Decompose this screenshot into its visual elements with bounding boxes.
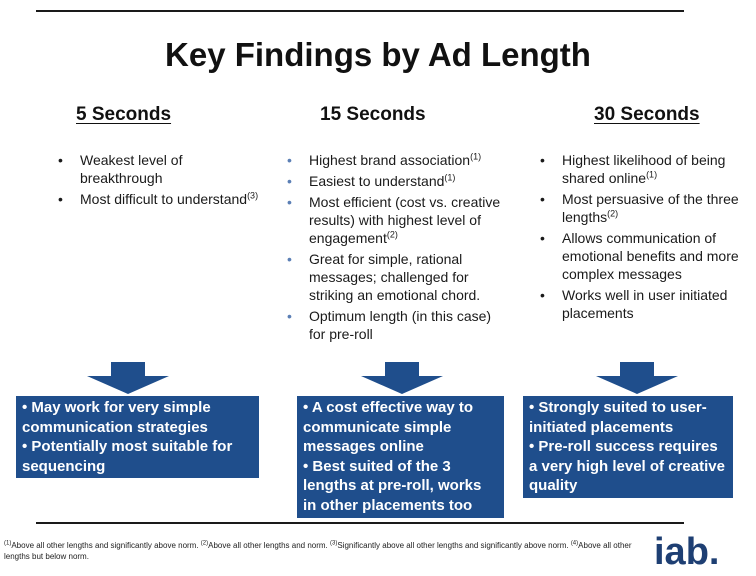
bullet-item: • Works well in user initiated placements bbox=[540, 286, 756, 322]
down-arrow-icon bbox=[361, 362, 443, 394]
footnote-text: Above all other lengths and significantl… bbox=[11, 541, 201, 550]
bullet-text: Optimum length (in this case) for pre-ro… bbox=[309, 308, 492, 342]
bullet-text: Highest likelihood of being shared onlin… bbox=[562, 152, 726, 186]
summary-line: • Pre-roll success requires a very high … bbox=[529, 438, 725, 494]
bullet-item: • Highest brand association(1) bbox=[287, 151, 509, 169]
bullet-item: • Easiest to understand(1) bbox=[287, 172, 509, 190]
bullet-dot-icon: • bbox=[540, 287, 545, 303]
down-arrow-icon bbox=[87, 362, 169, 394]
summary-line: • Best suited of the 3 lengths at pre-ro… bbox=[303, 457, 482, 514]
bullet-item: • Great for simple, rational messages; ch… bbox=[287, 250, 509, 304]
bullet-item: • Most efficient (cost vs. creative resul… bbox=[287, 193, 509, 247]
summary-box-5-seconds: • May work for very simple communication… bbox=[16, 396, 259, 478]
heading-5-seconds: 5 Seconds bbox=[76, 104, 172, 125]
bullet-footnote-mark: (2) bbox=[386, 229, 398, 240]
bullet-footnote-mark: (3) bbox=[247, 190, 259, 201]
bullet-item: • Allows communication of emotional benef… bbox=[540, 229, 756, 283]
heading-30-seconds: 30 Seconds bbox=[594, 104, 700, 125]
bullet-text: Highest brand association bbox=[309, 152, 471, 168]
bullet-text: Works well in user initiated placements bbox=[562, 287, 728, 321]
down-arrow-icon bbox=[596, 362, 678, 394]
iab-logo: iab. bbox=[654, 531, 718, 572]
summary-box-15-seconds: • A cost effective way to communicate si… bbox=[297, 396, 504, 518]
bullet-dot-icon: • bbox=[540, 230, 545, 246]
summary-line: • May work for very simple communication… bbox=[22, 399, 211, 436]
bullet-footnote-mark: (1) bbox=[646, 169, 658, 180]
bullet-text: Weakest level of breakthrough bbox=[80, 152, 183, 186]
page-title: Key Findings by Ad Length bbox=[165, 36, 591, 73]
footnote-text: Above all other lengths and norm. bbox=[208, 541, 330, 550]
bullet-footnote-mark: (1) bbox=[444, 172, 456, 183]
bullet-footnote-mark: (1) bbox=[470, 151, 482, 162]
footnote-mark: (4) bbox=[570, 540, 579, 547]
heading-15-seconds: 15 Seconds bbox=[320, 104, 426, 125]
bullet-item: • Highest likelihood of being shared onli… bbox=[540, 151, 756, 187]
bullets-15-seconds: •Highest brand association(1)•Easiest to… bbox=[287, 151, 509, 346]
bullet-dot-icon: • bbox=[58, 191, 63, 207]
bullets-5-seconds: • Weakest level of breakthrough • Most diff… bbox=[58, 151, 268, 211]
bullet-dot-icon: • bbox=[58, 152, 63, 168]
bullet-item: • Most persuasive of the three lengths(2) bbox=[540, 190, 756, 226]
footnote-text: Significantly above all other lengths an… bbox=[337, 541, 571, 550]
bullet-dot-icon: • bbox=[287, 308, 292, 324]
footnotes: (1)Above all other lengths and significa… bbox=[4, 540, 644, 562]
bullet-dot-icon: • bbox=[287, 194, 292, 210]
logo-text: iab. bbox=[654, 531, 718, 572]
bullet-item: • Most difficult to understand(3) bbox=[58, 190, 268, 208]
summary-line: • Potentially most suitable for sequenci… bbox=[22, 438, 233, 475]
bullet-text: Most efficient (cost vs. creative result… bbox=[309, 194, 501, 246]
summary-line: • Strongly suited to user-initiated plac… bbox=[529, 399, 707, 436]
bullet-text: Allows communication of emotional benefi… bbox=[562, 230, 739, 282]
bullet-text: Most difficult to understand bbox=[80, 191, 248, 207]
footnote-mark: (1) bbox=[4, 540, 12, 547]
bottom-divider bbox=[36, 522, 684, 524]
bullet-dot-icon: • bbox=[287, 251, 292, 267]
footnote-text: Above all other lengths but below norm. bbox=[4, 541, 632, 561]
bullet-dot-icon: • bbox=[540, 191, 545, 207]
bullet-dot-icon: • bbox=[287, 173, 292, 189]
bullet-text: Most persuasive of the three lengths bbox=[562, 191, 739, 225]
bullet-dot-icon: • bbox=[287, 152, 292, 168]
bullet-text: Great for simple, rational messages; cha… bbox=[309, 251, 481, 303]
footnote-mark: (3) bbox=[330, 540, 338, 547]
bullet-item: • Weakest level of breakthrough bbox=[58, 151, 268, 187]
bullet-dot-icon: • bbox=[540, 152, 545, 168]
bullet-text: Easiest to understand bbox=[309, 173, 445, 189]
top-divider bbox=[36, 10, 684, 12]
bullet-footnote-mark: (2) bbox=[607, 208, 619, 219]
footnote-mark: (2) bbox=[200, 540, 209, 547]
bullet-item: • Optimum length (in this case) for pre-r… bbox=[287, 307, 509, 343]
bullets-30-seconds: • Highest likelihood of being shared onli… bbox=[540, 151, 756, 325]
summary-line: • A cost effective way to communicate si… bbox=[303, 399, 474, 455]
summary-box-30-seconds: • Strongly suited to user-initiated plac… bbox=[523, 396, 733, 498]
